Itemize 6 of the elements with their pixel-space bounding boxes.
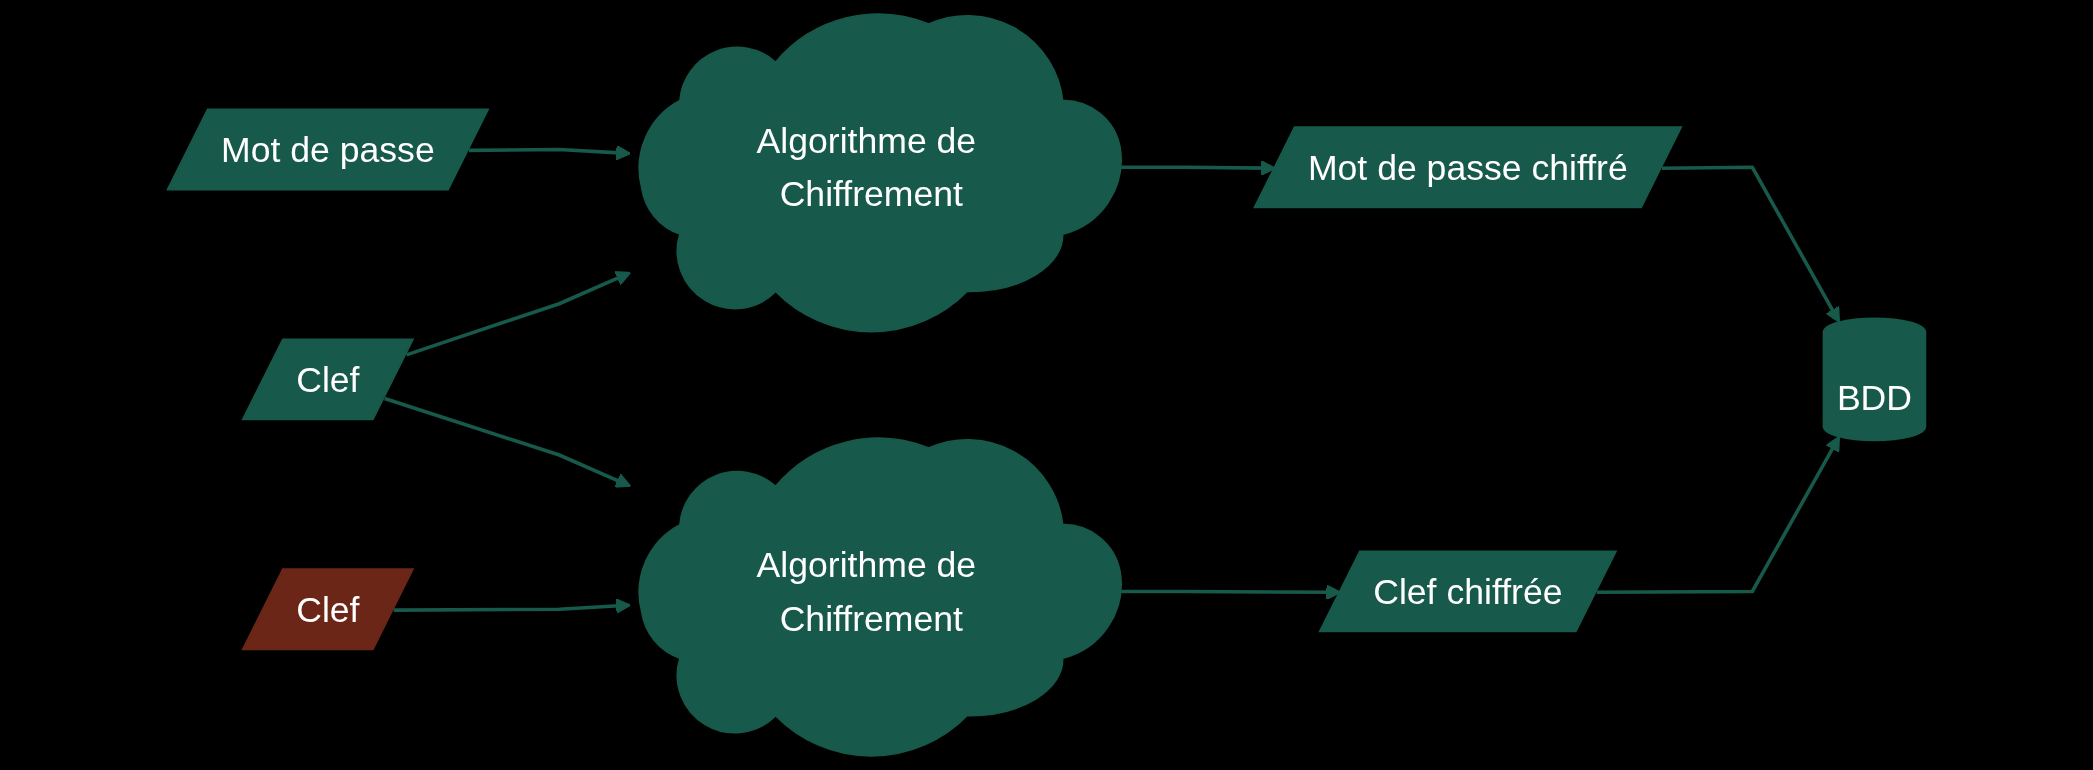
arrow [468,144,632,161]
arrow [393,598,632,614]
arrow [1662,165,1841,323]
arrow [405,271,632,357]
arrow [1596,435,1841,595]
arrow [384,396,632,488]
